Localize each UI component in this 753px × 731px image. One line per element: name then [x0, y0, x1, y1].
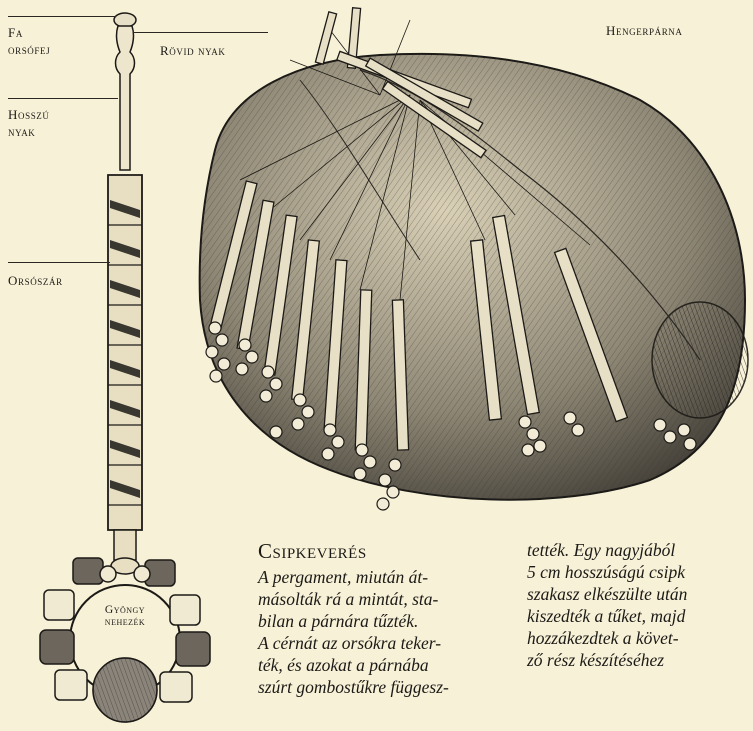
text-line: bilan a párnára tűzték.	[258, 610, 449, 632]
article-column-2: tették. Egy nagyjából 5 cm hosszúságú cs…	[527, 539, 687, 671]
text-line: másolták rá a mintát, sta-	[258, 588, 449, 610]
label-rovid-nyak: Rövid nyak	[160, 42, 225, 59]
text-line: tették. Egy nagyjából	[527, 539, 687, 561]
label-fa-orsofej: Fa orsófej	[8, 24, 50, 58]
label-orsoszar: Orsószár	[8, 272, 63, 289]
label-gyongy-nehezek: Gyöngy nehezék	[82, 604, 168, 628]
bead-spangle	[40, 558, 210, 722]
text-line: szakasz elkészülte után	[527, 583, 687, 605]
text-line: A cérnát az orsókra teker-	[258, 632, 449, 654]
text-line: kiszedték a tűket, majd	[527, 605, 687, 627]
article-column-1: A pergament, miután át- másolták rá a mi…	[258, 566, 449, 698]
text-line: ző rész készítéséhez	[527, 649, 687, 671]
label-hengerparna: Hengerpárna	[606, 22, 683, 39]
text-line: A pergament, miután át-	[258, 566, 449, 588]
text-line: ték, és azokat a párnába	[258, 654, 449, 676]
article-heading: Csipkeverés	[258, 539, 367, 564]
text-line: hozzákezdtek a követ-	[527, 627, 687, 649]
leader-fa-orsofej	[8, 16, 116, 17]
leader-rovid-nyak	[133, 32, 268, 33]
text-line: 5 cm hosszúságú csipk	[527, 561, 687, 583]
leader-orsoszar	[8, 262, 110, 263]
label-hosszu-nyak: Hosszú nyak	[8, 106, 50, 140]
text-line: szúrt gombostűkre függesz-	[258, 676, 449, 698]
leader-hosszu-nyak	[8, 98, 118, 99]
